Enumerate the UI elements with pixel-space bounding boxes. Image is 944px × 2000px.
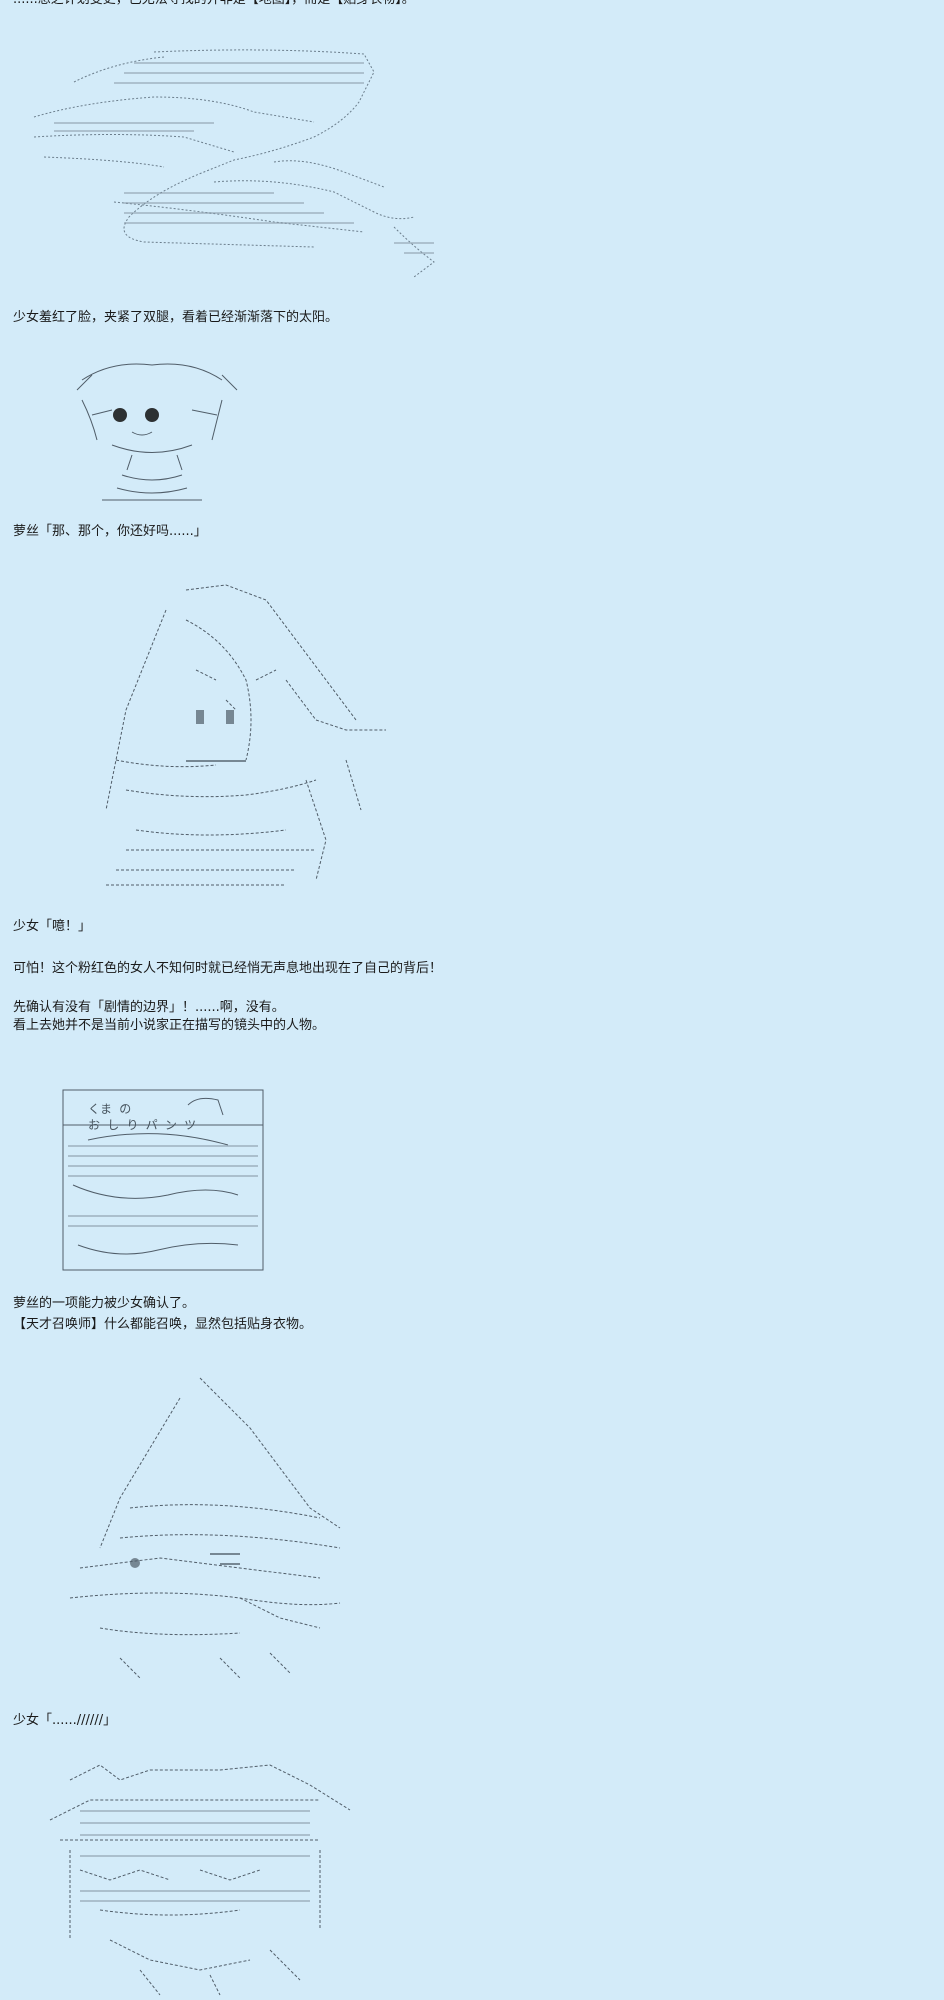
ascii-art-cloud [14, 42, 484, 287]
ascii-art-girl-face [72, 360, 242, 510]
dialogue-girl-1: 少女「噫！」 [13, 919, 92, 934]
dialogue-rose-1: 萝丝「那、那个，你还好吗......」 [13, 524, 207, 539]
narration-line-2: 少女羞红了脸，夹紧了双腿，看着已经渐渐落下的太阳。 [13, 310, 339, 325]
dialogue-girl-2: 少女「......//////」 [13, 1713, 117, 1728]
narration-line-6: 萝丝的一项能力被少女确认了。 [13, 1296, 196, 1311]
ascii-art-panties-box: くま の お し り パ ン ツ [58, 1085, 268, 1275]
ascii-art-girl-blushing [40, 1368, 390, 1688]
narration-line-4: 先确认有没有「剧情的边界」！......啊，没有。 [13, 1000, 285, 1015]
ascii-art-house-girl [20, 1760, 370, 2000]
narration-line-3: 可怕！这个粉红色的女人不知何时就已经悄无声息地出现在了自己的背后！ [13, 961, 443, 976]
panties-label-2: お し り パ ン ツ [88, 1118, 197, 1132]
panties-label-1: くま の [88, 1102, 132, 1116]
narration-line-5: 看上去她并不是当前小说家正在描写的镜头中的人物。 [13, 1018, 326, 1033]
narration-line-7: 【天才召唤师】什么都能召唤，显然包括贴身衣物。 [13, 1317, 313, 1332]
ascii-art-pink-woman [86, 580, 396, 900]
narration-line-1: ......想之计划变更，已无法寻找的并非是【地图】，而是【贴身衣物】。 [13, 0, 415, 8]
